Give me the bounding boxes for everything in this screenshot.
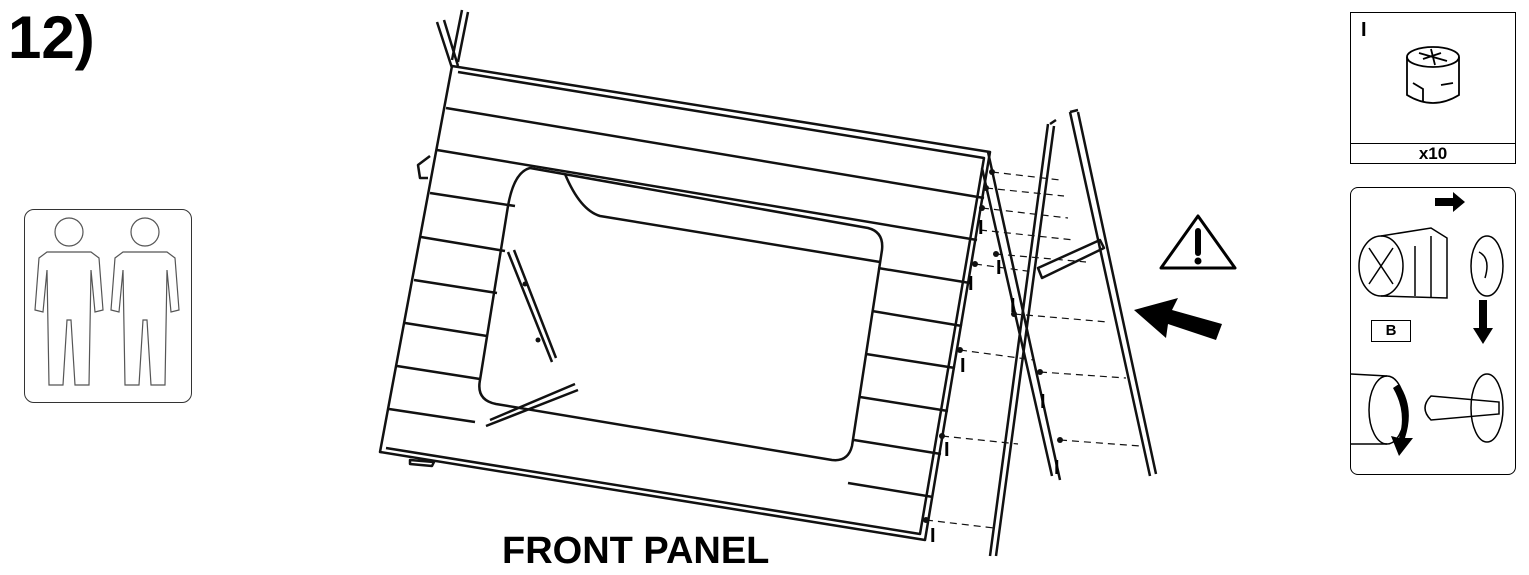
b-badge: B	[1371, 320, 1411, 342]
callout-label: I	[930, 525, 936, 547]
step-number: 12)	[8, 4, 95, 71]
cam-lock-instruction-box: B	[1350, 187, 1516, 475]
callout-label: I	[944, 439, 950, 461]
callout-label: I	[978, 217, 984, 239]
cam-lock-icon	[1406, 46, 1460, 104]
warning-triangle-icon	[1158, 213, 1238, 276]
callout-label: I	[996, 257, 1002, 279]
callout-label: I	[1040, 391, 1046, 413]
two-person-icon	[24, 209, 192, 403]
cam-lock-steps-diagram	[1351, 192, 1504, 456]
insert-arrow-icon	[1130, 290, 1225, 357]
hardware-part-box: I x10	[1350, 12, 1516, 164]
part-id: I	[1361, 19, 1367, 41]
callout-label: I	[960, 355, 966, 377]
callout-label: I	[1010, 295, 1016, 317]
callout-label: I	[968, 273, 974, 295]
front-panel-label: FRONT PANEL	[502, 530, 770, 572]
part-quantity: x10	[1351, 143, 1515, 163]
callout-label: I	[1054, 457, 1060, 479]
